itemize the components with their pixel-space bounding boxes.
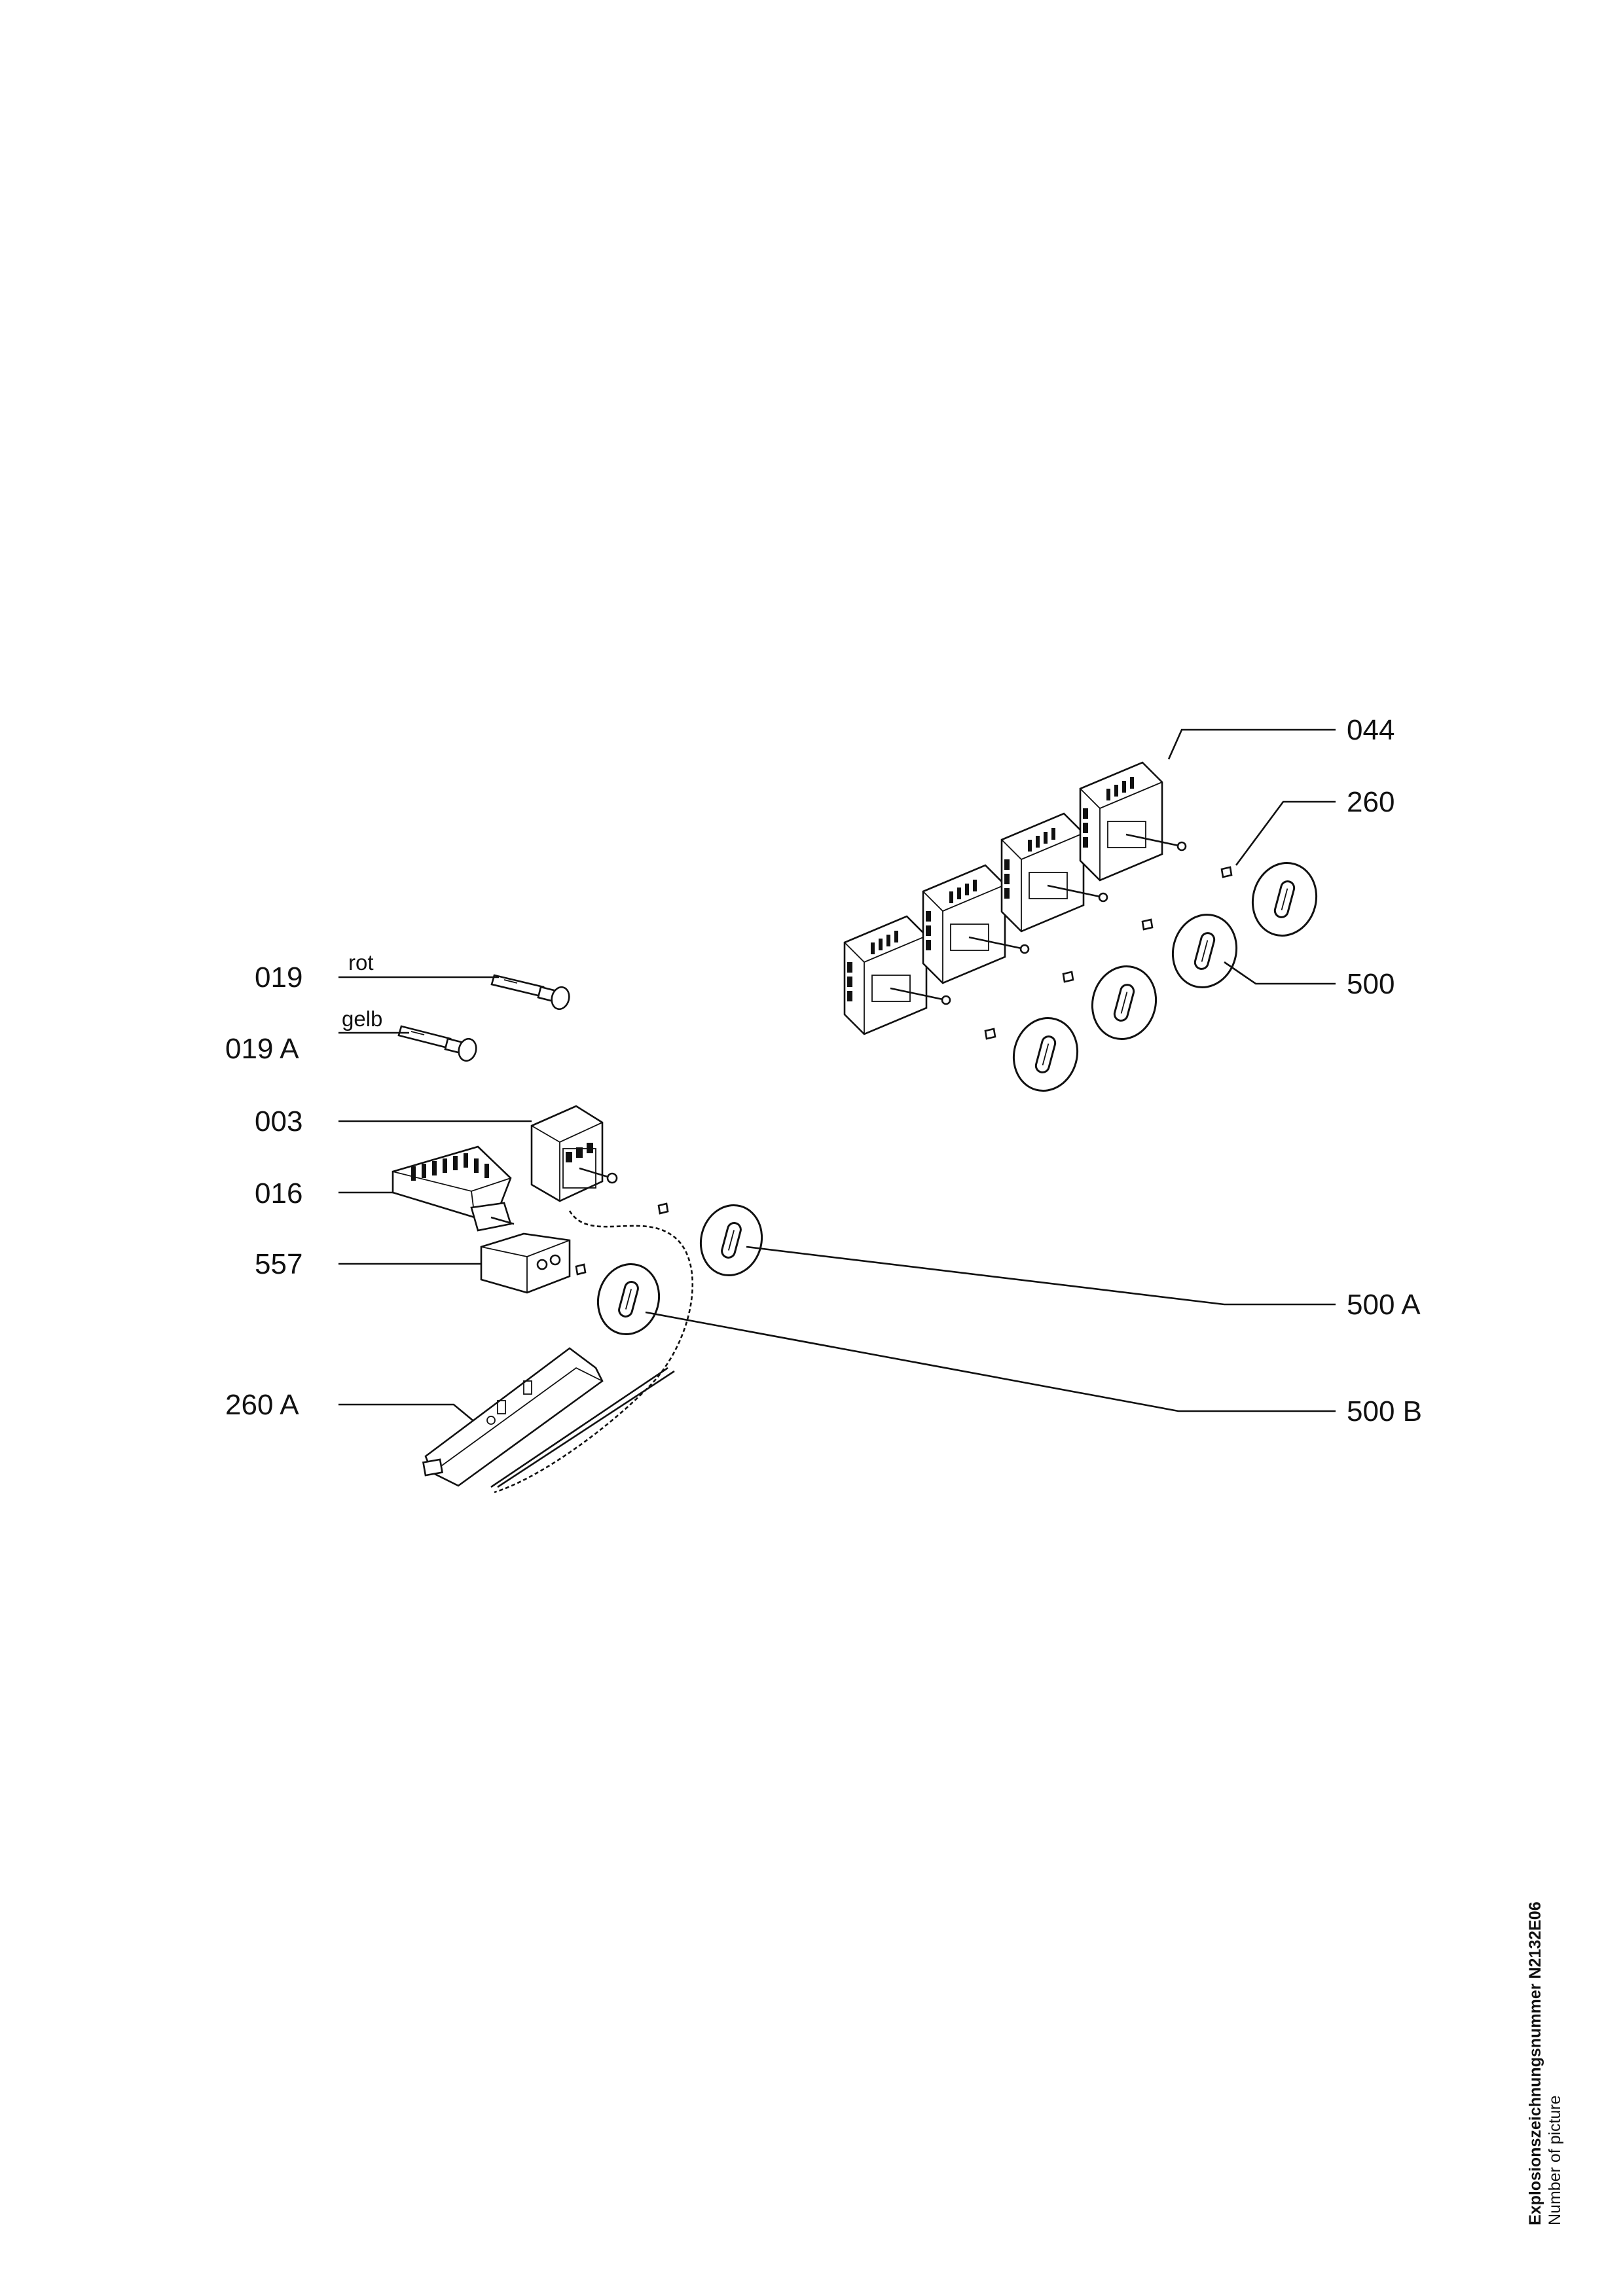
- indicator-lamp-yellow: [397, 1025, 477, 1062]
- rotary-switch-group: [843, 761, 1187, 1035]
- knob: [1171, 913, 1238, 989]
- rotary-switch: [1000, 812, 1108, 933]
- spring-clip-group: [575, 866, 1233, 1276]
- callout-500-a: 500 A: [1347, 1289, 1421, 1321]
- wiring-loop: [494, 1210, 693, 1494]
- note-rot: rot: [348, 950, 374, 975]
- leader-lines: [338, 728, 1336, 1422]
- thermostat: [530, 1105, 618, 1202]
- callout-260: 260: [1347, 786, 1395, 818]
- callout-016: 016: [255, 1177, 302, 1210]
- callout-044: 044: [1347, 714, 1395, 746]
- knob: [1251, 861, 1318, 937]
- note-gelb: gelb: [342, 1007, 382, 1031]
- callout-019-a: 019 A: [225, 1033, 299, 1065]
- control-rail: [422, 1347, 675, 1488]
- knob: [1012, 1016, 1079, 1092]
- rotary-switch: [922, 864, 1030, 984]
- spring-clip: [984, 1028, 996, 1040]
- spring-clip: [657, 1202, 669, 1215]
- knob: [596, 1263, 661, 1336]
- knob: [1091, 965, 1158, 1041]
- callout-260-a: 260 A: [225, 1389, 299, 1421]
- callout-019: 019: [255, 961, 302, 994]
- spring-clip: [1220, 866, 1233, 878]
- drawing-number-subtitle: Number of picture: [1546, 2095, 1564, 2225]
- spring-clip: [1062, 971, 1074, 983]
- callout-500: 500: [1347, 968, 1395, 1000]
- rotary-switch: [843, 915, 951, 1035]
- callout-003: 003: [255, 1105, 302, 1138]
- knob: [699, 1204, 763, 1277]
- callout-557: 557: [255, 1248, 302, 1280]
- drawing-number-title: Explosionszeichnungsnummer N2132E06: [1526, 1901, 1544, 2225]
- rotary-switch: [1079, 761, 1187, 882]
- indicator-lamp-red: [490, 974, 570, 1011]
- callout-500-b: 500 B: [1347, 1395, 1422, 1427]
- spring-clip: [1141, 918, 1154, 931]
- mounting-bracket: [480, 1232, 571, 1294]
- spring-clip: [575, 1263, 587, 1276]
- selector-switch: [392, 1145, 515, 1232]
- knob-group: [596, 861, 1318, 1336]
